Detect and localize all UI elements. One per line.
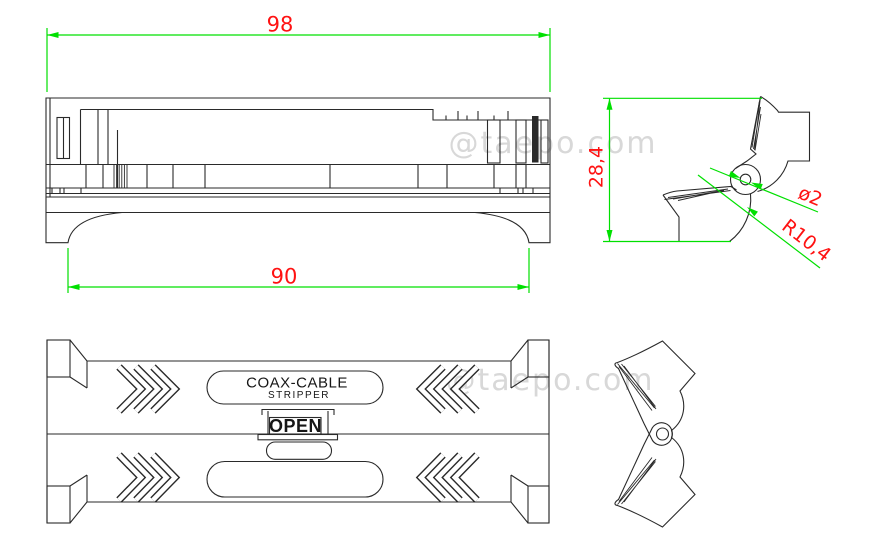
lower-recess (206, 460, 384, 498)
dim-text-base-span: 90 (270, 264, 298, 289)
corner-tab-faces (69, 339, 529, 524)
chevron-arrows (116, 364, 480, 503)
side-view (45, 97, 551, 244)
upper-blade-hatch (751, 96, 762, 151)
hatch-slot (113, 164, 128, 188)
lower-blade-hatch (664, 188, 731, 201)
name-plate (206, 370, 384, 405)
open-button-label: OPEN (268, 415, 323, 436)
top-view (46, 339, 550, 524)
dim-text-overall-length: 98 (266, 12, 294, 37)
open-latch (257, 408, 339, 460)
pivot-hole-open-view (655, 427, 670, 441)
product-name-line2: STRIPPER (267, 390, 331, 401)
dim-text-overall-height: 28,4 (585, 145, 608, 189)
hinge-knob (729, 163, 762, 196)
leader-pivot-diameter (709, 167, 819, 213)
leader-hinge-radius (697, 174, 821, 269)
blade-teeth (445, 111, 509, 120)
dim-overall-length (46, 28, 551, 92)
dim-base-span (67, 248, 530, 293)
pivot-hole (739, 173, 752, 186)
watermark-top: @taepo.com (448, 126, 658, 161)
end-view-open (614, 340, 696, 528)
dim-overall-height (603, 97, 762, 243)
product-name-line1: COAX-CABLE (246, 374, 348, 391)
